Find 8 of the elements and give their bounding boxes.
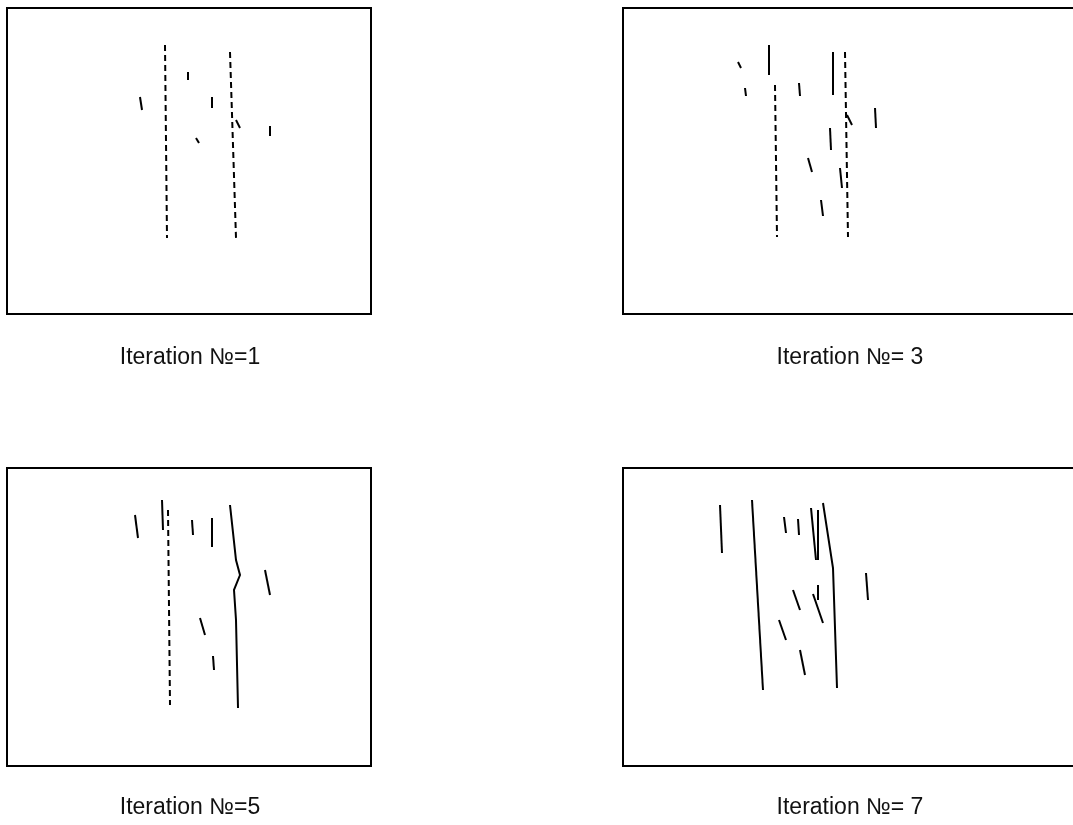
iteration-caption: Iteration №=5 xyxy=(118,793,262,820)
iteration-caption: Iteration №=1 xyxy=(118,343,262,370)
panel-frame xyxy=(622,467,1073,767)
iteration-caption: Iteration №= 3 xyxy=(775,343,925,370)
panel-frame xyxy=(6,7,372,315)
iteration-caption: Iteration №= 7 xyxy=(775,793,925,820)
panel-frame xyxy=(622,7,1073,315)
panel-frame xyxy=(6,467,372,767)
